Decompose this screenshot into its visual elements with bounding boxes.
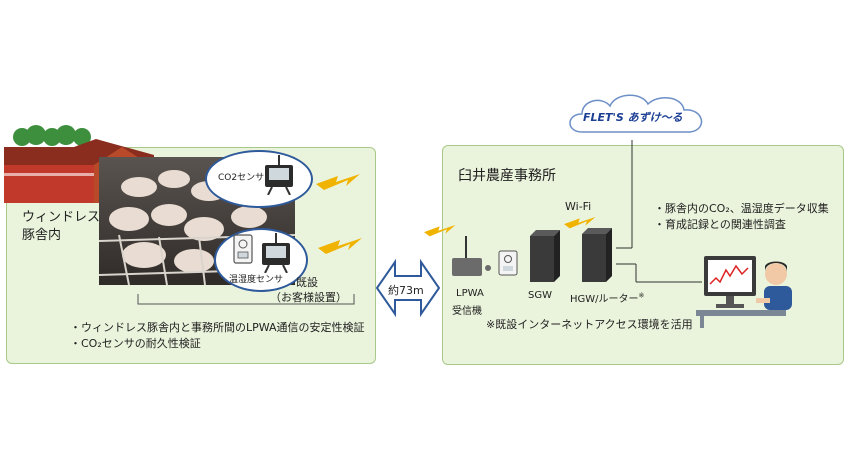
distance-label: 約73m <box>388 282 424 298</box>
co2-sensor-device-icon <box>265 155 293 195</box>
pc-user-icon <box>696 256 792 328</box>
hgw-router-icon <box>582 228 612 282</box>
wireless-signal-icon <box>564 217 596 229</box>
hgw-label: HGW/ルーター※ <box>570 291 645 305</box>
network-lines <box>616 140 702 283</box>
wireless-signal-icon <box>424 225 456 237</box>
co2-sensor-callout <box>205 150 313 208</box>
humidity-sensor-callout <box>214 228 308 292</box>
lpwa-label-line2: 受信機 <box>452 306 482 317</box>
thermo-hygrometer-icon <box>233 234 253 264</box>
lpwa-receiver-icon <box>452 236 491 276</box>
office-title: 臼井農産事務所 <box>458 168 556 184</box>
office-note: ※既設インターネットアクセス環境を活用 <box>486 318 693 331</box>
cloud-icon <box>569 94 703 133</box>
sgw-label: SGW <box>528 290 552 301</box>
wireless-signal-icon <box>318 238 362 254</box>
cloud-service-label: FLET'S あずけ～る <box>583 111 683 124</box>
office-bullet-1: ・豚舎内のCO₂、温湿度データ収集 <box>654 202 829 215</box>
wireless-signal-icon <box>316 174 360 190</box>
barn-bullet-1: ・ウィンドレス豚舎内と事務所間のLPWA通信の安定性検証 <box>70 321 365 334</box>
sensor-display-icon <box>498 250 518 276</box>
barn-label-line2: 豚舎内 <box>22 228 62 243</box>
barn-label-line1: ウィンドレス <box>22 210 101 225</box>
office-bullet-2: ・育成記録との関連性調査 <box>654 218 786 231</box>
sgw-device-icon <box>530 230 560 282</box>
wifi-label: Wi-Fi <box>565 200 592 213</box>
hgw-footnote-mark: ※ <box>638 291 645 300</box>
existing-label-line2: （お客様設置） <box>270 291 347 304</box>
lpwa-label-line1: LPWA <box>456 288 484 299</box>
humidity-sensor-device-icon <box>262 233 290 273</box>
co2-sensor-label: CO2センサ <box>218 173 265 183</box>
barn-bullet-2: ・CO₂センサの耐久性検証 <box>70 337 201 350</box>
existing-label-line1: 既設 <box>296 276 318 289</box>
existing-bracket <box>137 294 355 305</box>
humidity-sensor-label: 温湿度センサ <box>229 275 284 285</box>
